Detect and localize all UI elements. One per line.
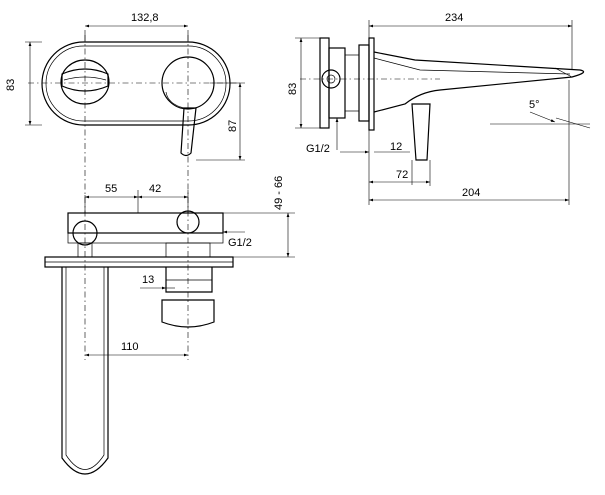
side-flange <box>358 44 370 122</box>
side-view: 234 83 G1/2 12 72 204 5° <box>287 12 591 205</box>
side-spout-tip <box>554 67 573 78</box>
plan-spout-inner <box>65 267 105 470</box>
side-connection-label: G1/2 <box>306 143 330 155</box>
dim-lever-height: 87 <box>227 120 239 132</box>
front-lever-curve <box>165 91 185 109</box>
dim-plan-55: 55 <box>105 183 117 195</box>
front-view: 132,8 83 87 <box>5 12 245 360</box>
angle-arc <box>529 111 556 123</box>
side-cover <box>368 37 375 131</box>
plan-body-lower <box>67 232 224 244</box>
plan-cartridge <box>165 267 213 293</box>
front-outlet-spout <box>61 68 109 92</box>
front-lever <box>180 107 197 157</box>
dim-side-204: 204 <box>462 187 480 199</box>
side-collar <box>344 54 360 112</box>
plan-view: 55 42 49 - 66 G1/2 13 110 <box>44 176 295 475</box>
dim-plan-110: 110 <box>121 341 139 353</box>
front-backplate-inner <box>45 45 227 122</box>
dim-plan-range: 49 - 66 <box>273 176 285 210</box>
dim-front-width: 132,8 <box>131 12 159 24</box>
plan-body-left-boss <box>72 220 98 246</box>
plan-handle <box>161 299 215 328</box>
dim-front-height: 83 <box>5 79 17 91</box>
dim-plan-42: 42 <box>149 183 161 195</box>
side-spout-edge <box>373 57 571 75</box>
side-body-nut <box>321 69 341 89</box>
plan-connection-label: G1/2 <box>228 237 252 249</box>
dim-plan-13: 13 <box>142 274 154 286</box>
side-wall-plate <box>319 37 330 129</box>
dim-side-depth: 234 <box>445 12 463 24</box>
dim-side-72: 72 <box>396 169 408 181</box>
dim-angle: 5° <box>529 99 540 111</box>
angle-ref-line-2 <box>555 117 591 129</box>
dim-side-height: 83 <box>287 83 299 95</box>
side-lever <box>411 103 431 161</box>
dim-side-12: 12 <box>390 141 402 153</box>
side-spout <box>373 51 585 113</box>
plan-spout <box>61 267 109 475</box>
front-backplate <box>41 41 231 126</box>
